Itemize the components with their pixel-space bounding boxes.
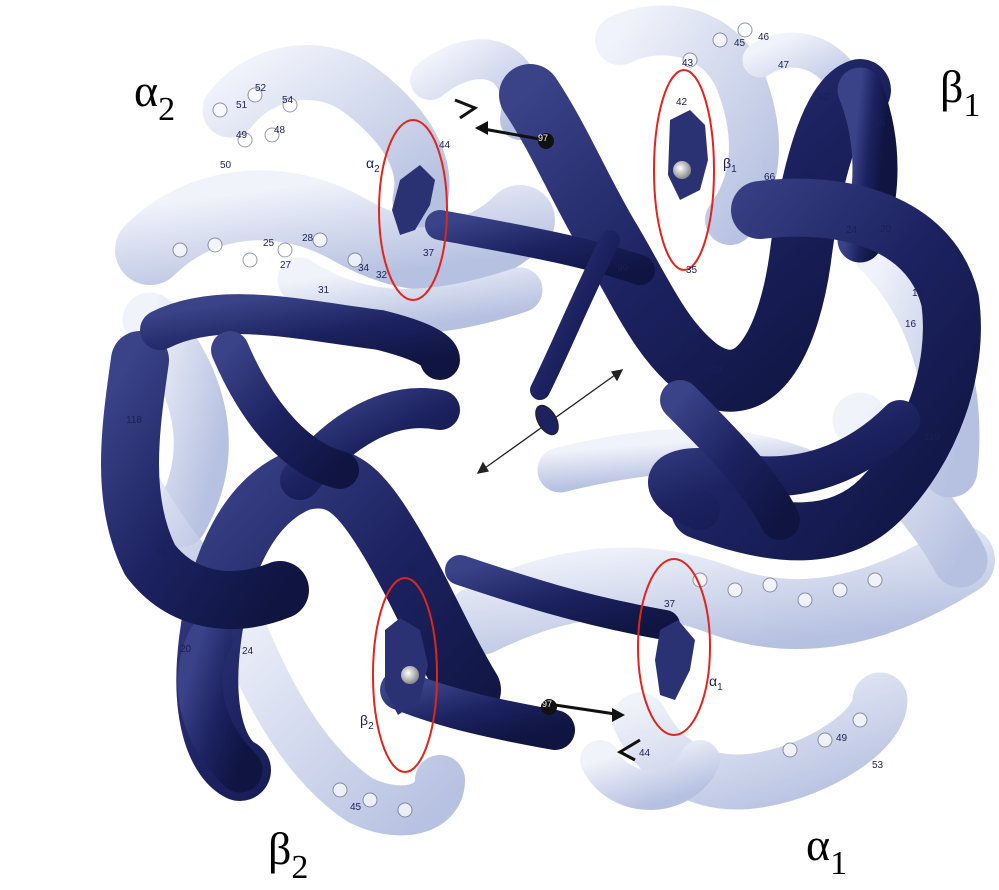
label-beta2-sub: 2 xyxy=(291,849,308,886)
residue-label-24a: 24 xyxy=(846,225,857,236)
residue-label-99: 99 xyxy=(617,263,628,274)
residue-label-62: 62 xyxy=(818,92,829,103)
residue-label-27: 27 xyxy=(280,260,291,271)
residue-label-45a: 45 xyxy=(734,38,745,49)
heme-label-alpha2: α2 xyxy=(366,155,380,175)
residue-label-9: 9 xyxy=(884,445,890,456)
label-beta1: β1 xyxy=(940,60,980,125)
residue-label-16a: 16 xyxy=(905,319,916,330)
iron-atom-beta2 xyxy=(401,666,419,684)
label-alpha1: α1 xyxy=(806,818,847,883)
label-alpha1-sub: 1 xyxy=(830,845,847,882)
residue-label-66: 66 xyxy=(764,172,775,183)
label-alpha2: α2 xyxy=(134,64,175,129)
residue-label-43: 43 xyxy=(682,58,693,69)
residue-label-60: 60 xyxy=(686,345,697,356)
residue-label-7: 7 xyxy=(776,474,782,485)
residue-label-31: 31 xyxy=(318,285,329,296)
residue-label-118: 118 xyxy=(126,415,142,426)
label-alpha2-greek: α xyxy=(134,65,158,116)
heme-label-beta2-greek: β xyxy=(360,712,368,728)
residue-label-51: 51 xyxy=(236,100,247,111)
residue-label-37a: 37 xyxy=(423,248,434,259)
label-beta1-sub: 1 xyxy=(963,87,980,124)
residue-label-32: 32 xyxy=(376,270,387,281)
iron-atom-beta1 xyxy=(673,161,691,179)
residue-label-47: 47 xyxy=(778,60,789,71)
heme-label-alpha2-sub: 2 xyxy=(374,164,380,175)
residue-label-24b: 24 xyxy=(242,646,253,657)
residue-label-46: 46 xyxy=(758,32,769,43)
residue-label-53: 53 xyxy=(872,760,883,771)
residue-label-44b: 44 xyxy=(639,748,650,759)
residue-label-49b: 49 xyxy=(836,733,847,744)
residue-label-36: 36 xyxy=(406,564,417,575)
residue-label-64: 64 xyxy=(806,170,817,181)
residue-label-28: 28 xyxy=(302,233,313,244)
heme-label-beta1-greek: β xyxy=(723,155,731,171)
residue-label-35: 35 xyxy=(686,265,697,276)
heme-label-alpha1: α1 xyxy=(709,673,723,693)
residue-label-119: 119 xyxy=(924,432,940,443)
residue-label-97a: 97 xyxy=(538,133,548,143)
residue-label-16b: 16 xyxy=(156,548,167,559)
heme-label-beta1: β1 xyxy=(723,155,737,175)
label-alpha2-sub: 2 xyxy=(158,91,175,128)
residue-label-18: 18 xyxy=(912,288,923,299)
label-beta2-greek: β xyxy=(268,823,291,874)
residue-label-37b: 37 xyxy=(664,599,675,610)
residue-label-97b: 97 xyxy=(542,699,552,709)
residue-label-5: 5 xyxy=(748,466,754,477)
residue-label-34: 34 xyxy=(358,263,369,274)
residue-label-44a: 44 xyxy=(439,140,450,151)
label-beta2: β2 xyxy=(268,822,308,887)
residue-label-56: 56 xyxy=(874,118,885,129)
residue-label-54: 54 xyxy=(282,95,293,106)
residue-label-25: 25 xyxy=(263,238,274,249)
residue-label-49a: 49 xyxy=(236,130,247,141)
heme-label-alpha2-greek: α xyxy=(366,155,374,171)
residue-label-45b: 45 xyxy=(350,802,361,813)
heme-label-alpha1-sub: 1 xyxy=(717,682,723,693)
residue-label-52: 52 xyxy=(255,83,266,94)
label-alpha1-greek: α xyxy=(806,819,830,870)
heme-label-beta2: β2 xyxy=(360,712,374,732)
residue-label-48: 48 xyxy=(274,125,285,136)
residue-label-78: 78 xyxy=(711,365,722,376)
label-beta1-greek: β xyxy=(940,61,963,112)
residue-label-20a: 20 xyxy=(880,224,891,235)
residue-label-20b: 20 xyxy=(180,644,191,655)
residue-label-42: 42 xyxy=(676,97,687,108)
heme-label-alpha1-greek: α xyxy=(709,673,717,689)
heme-label-beta2-sub: 2 xyxy=(368,721,374,732)
heme-label-beta1-sub: 1 xyxy=(731,164,737,175)
residue-label-50: 50 xyxy=(220,160,231,171)
